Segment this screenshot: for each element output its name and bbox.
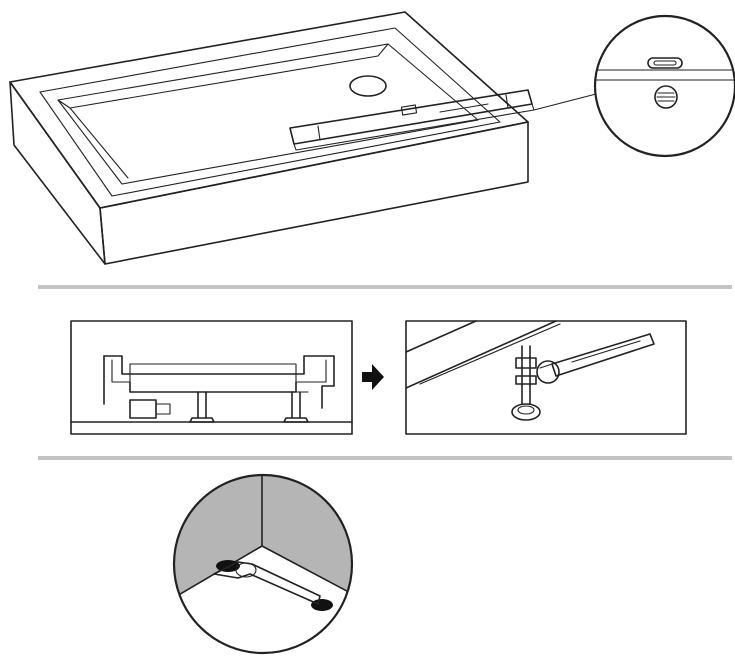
step-3-corner-detail <box>172 473 354 655</box>
wrench-icon <box>536 333 655 384</box>
panel-frame <box>70 320 353 435</box>
adjustable-foot-left <box>189 391 215 423</box>
detail-circle <box>172 473 354 655</box>
waste-trap <box>129 399 157 419</box>
step-2-wrench-foot <box>405 320 687 435</box>
callout-leader <box>533 93 597 111</box>
step-2-cross-section <box>70 320 353 435</box>
step-1-tray-with-level <box>9 11 735 265</box>
tray-front-side <box>99 121 529 265</box>
magnifier-callout <box>593 14 735 158</box>
corner-foot-left <box>216 560 240 572</box>
tray-basin-edge <box>57 43 389 109</box>
spirit-level-icon <box>289 89 535 151</box>
adjustable-foot-right <box>283 391 309 423</box>
drain-hole <box>349 75 387 97</box>
corner-wrench <box>213 561 321 605</box>
tray-rim-inner-2 <box>57 43 479 185</box>
corner-foot-right <box>311 599 333 611</box>
tray-basin-edge-2 <box>69 107 129 179</box>
tray-rim-inner-1 <box>39 27 501 197</box>
panel-frame-2 <box>405 320 687 435</box>
tray-left-side <box>9 81 106 265</box>
arrow-right-icon <box>362 364 384 390</box>
